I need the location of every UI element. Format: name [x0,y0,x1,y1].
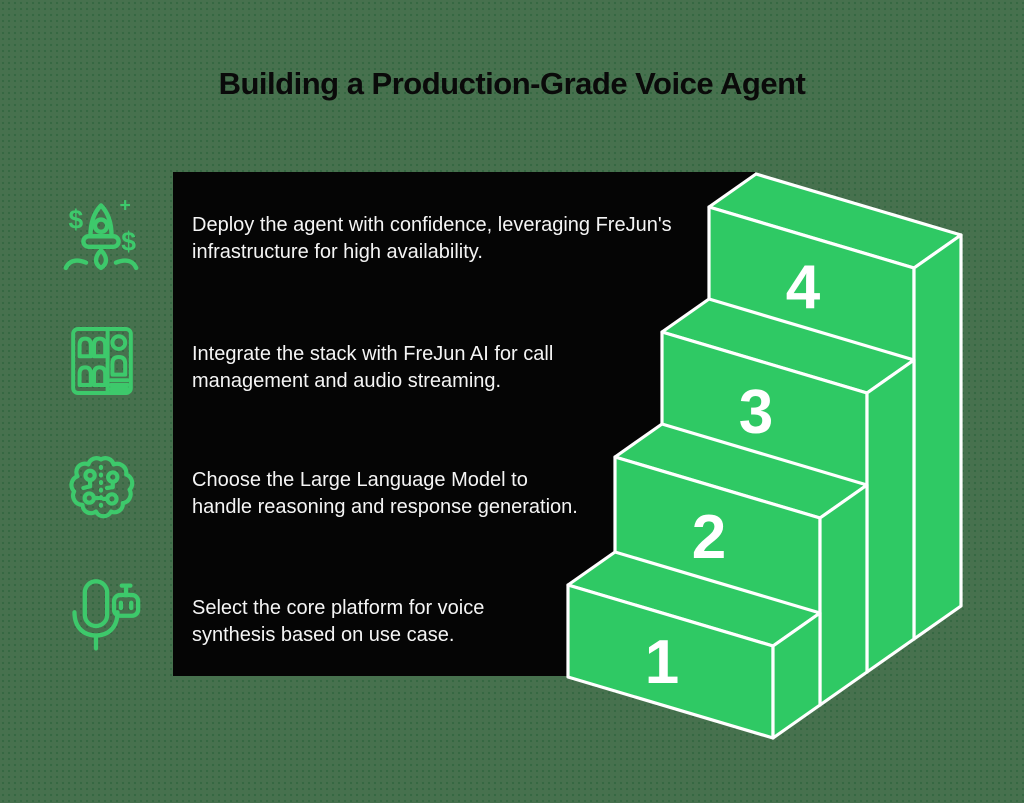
step-4-description: Deploy the agent with confidence, levera… [192,212,672,266]
description-line: synthesis based on use case. [192,624,455,646]
step-1-description: Select the core platform for voice synth… [192,595,672,649]
app-tile [77,365,93,387]
description-line: Choose the Large Language Model to [192,469,528,491]
plus-sparkle: + [119,195,130,217]
app-tile [77,336,93,359]
description-line: handle reasoning and response generation… [192,496,578,518]
profile-arch [110,355,128,377]
step-side-face [771,611,822,740]
description-line: Select the core platform for voice [192,597,485,619]
voice-mic-robot-icon [59,571,145,657]
step-3-description: Integrate the stack with FreJun AI for c… [192,341,672,395]
step-2-description: Choose the Large Language Model to handl… [192,467,672,521]
rocket-dollar-icon: $ $ + [57,190,145,286]
app-tile [92,336,108,359]
step-side-face [818,483,869,707]
brain-outline [69,456,135,519]
rocket-window [92,217,110,235]
dollar-sign-left: $ [68,204,83,234]
app-tile [92,365,108,387]
circuit-trace [104,480,115,491]
description-line: management and audio streaming. [192,370,502,392]
description-line: Integrate the stack with FreJun AI for c… [192,343,554,365]
step-side-face [912,233,963,641]
swoosh-left [63,258,89,271]
mic-capsule [82,579,110,629]
step-side-face [865,358,916,674]
step-number-1: 1 [645,628,679,697]
ai-brain-icon [59,445,143,531]
stair-step-1 [566,550,822,740]
dollar-sign-right: $ [121,226,136,256]
step-number-2: 2 [692,503,726,572]
dashboard-frame [71,327,133,395]
step-number-4: 4 [786,253,821,322]
page-title: Building a Production-Grade Voice Agent [218,66,806,101]
rocket-flame [93,248,109,271]
rocket-fins [81,234,121,249]
profile-dot [110,334,128,351]
circuit-trace [81,478,93,491]
description-line: infrastructure for high availability. [192,241,483,263]
description-line: Deploy the agent with confidence, levera… [192,214,672,236]
step-number-3: 3 [739,378,773,447]
swoosh-right [113,258,139,271]
integration-dashboard-icon [62,320,142,402]
